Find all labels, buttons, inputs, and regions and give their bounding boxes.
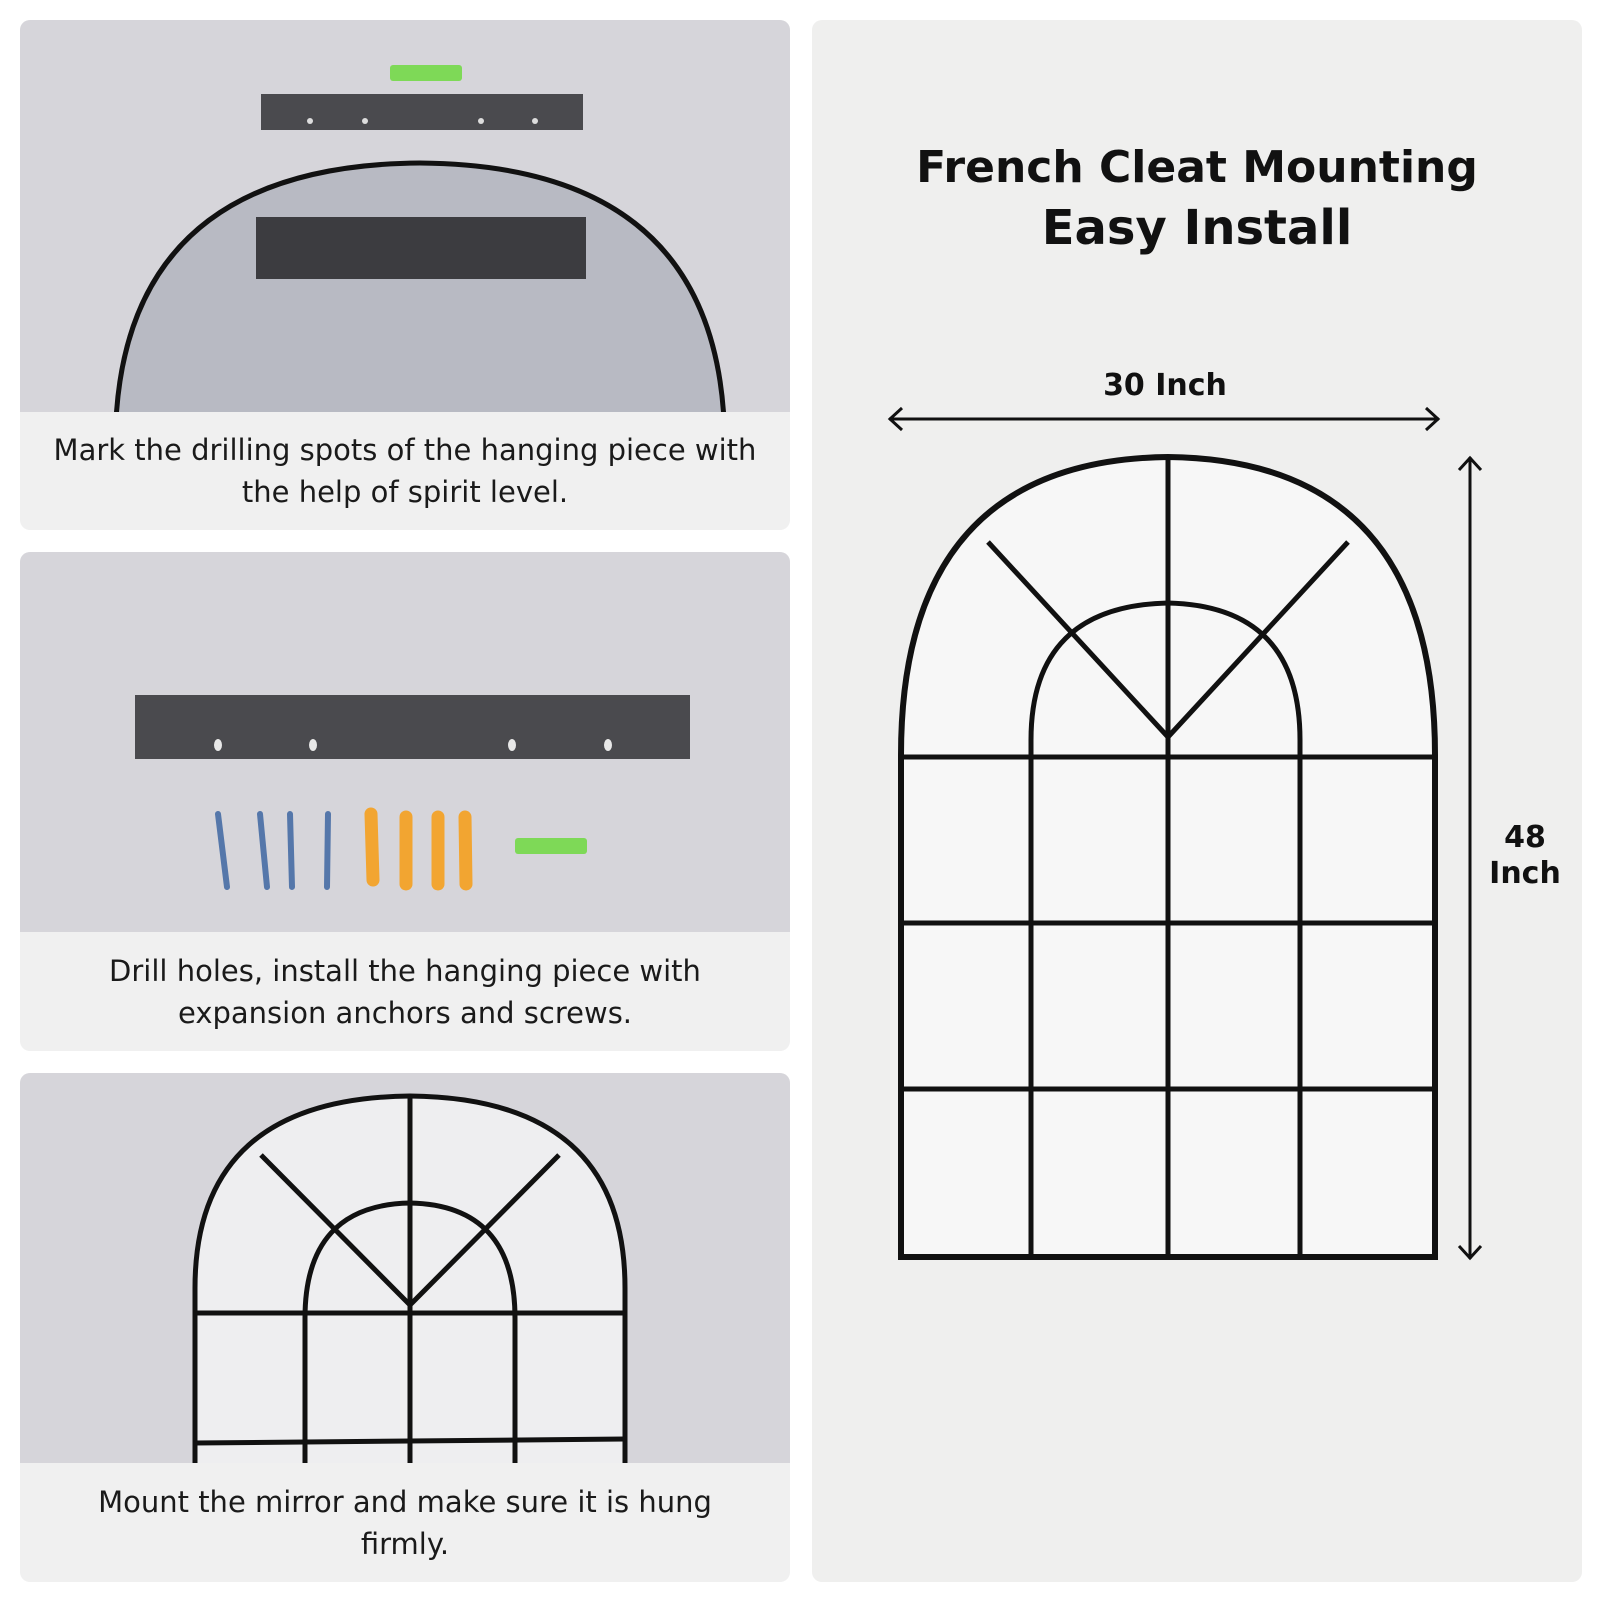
step-2-caption: Drill holes, install the hanging piece w… [109,953,701,1030]
spirit-level [390,65,462,81]
step-3-card: Mount the mirror and make sure it is hun… [20,1073,790,1582]
mounted-mirror [192,1093,628,1463]
hero-subtitle: Easy Install [1041,200,1353,256]
wall-cleat [261,94,583,130]
step-2-card: Drill holes, install the hanging piece w… [20,552,790,1051]
screws [215,811,331,890]
mirror-back [114,160,726,412]
height-arrow [1457,455,1483,1261]
width-arrow [887,406,1441,432]
height-label: 48 Inch [1489,820,1561,891]
step-3-caption: Mount the mirror and make sure it is hun… [98,1484,712,1561]
step-2-photo [20,552,790,932]
step-1-photo [20,20,790,412]
hero-panel: French Cleat Mounting Easy Install 30 In… [812,20,1582,1582]
width-label: 30 Inch [1103,368,1227,403]
step-3-photo [20,1073,790,1463]
wall-cleat [135,695,690,759]
step-1-card: Mark the drilling spots of the hanging p… [20,20,790,530]
spirit-level [515,838,587,854]
mirror-cleat [256,217,586,279]
step-1-caption: Mark the drilling spots of the hanging p… [53,433,757,509]
arched-mirror [898,453,1438,1260]
anchors [364,807,473,891]
hero-title: French Cleat Mounting [916,142,1478,193]
